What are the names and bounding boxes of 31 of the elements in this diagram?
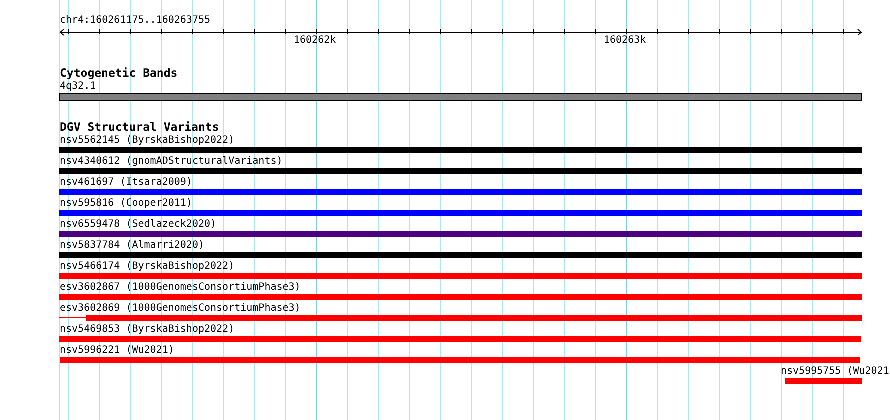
tick-label: 160262k [294, 35, 336, 46]
variant-label: esv3602867 (1000GenomesConsortiumPhase3) [60, 282, 301, 293]
variant-label: nsv6559478 (Sedlazeck2020) [60, 219, 217, 230]
variant-bar [59, 231, 862, 237]
chromosome-band [59, 93, 862, 101]
variant-label: nsv461697 (Itsara2009) [60, 177, 192, 188]
track-title: Cytogenetic Bands [60, 67, 178, 80]
variant-bar [59, 210, 862, 216]
variant-label: nsv595816 (Cooper2011) [60, 198, 192, 209]
variant-label: nsv5562145 (ByrskaBishop2022) [60, 135, 235, 146]
variant-bar [59, 189, 862, 195]
variant-label: nsv5837784 (Almarri2020) [60, 240, 204, 251]
variant-bar [59, 147, 862, 153]
variant-bar [59, 273, 862, 279]
variant-label: nsv4340612 (gnomADStructuralVariants) [60, 156, 283, 167]
variant-label: nsv5995755 (Wu2021 [781, 366, 890, 377]
band-label: 4q32.1 [60, 81, 96, 92]
variant-label: nsv5996221 (Wu2021) [60, 345, 174, 356]
region-label: chr4:160261175..160263755 [60, 15, 211, 26]
variant-label: nsv5466174 (ByrskaBishop2022) [60, 261, 235, 272]
variant-label: nsv5469853 (ByrskaBishop2022) [60, 324, 235, 335]
variant-label: esv3602869 (1000GenomesConsortiumPhase3) [60, 303, 301, 314]
variant-bar [59, 252, 862, 258]
track-title: DGV Structural Variants [60, 121, 220, 134]
variant-bar [59, 336, 861, 342]
variant-bar [785, 378, 862, 384]
variant-bar [59, 168, 862, 174]
variant-bar [60, 357, 860, 363]
variant-bar [59, 315, 862, 321]
variant-bar [59, 294, 862, 300]
tick-label: 160263k [604, 35, 646, 46]
